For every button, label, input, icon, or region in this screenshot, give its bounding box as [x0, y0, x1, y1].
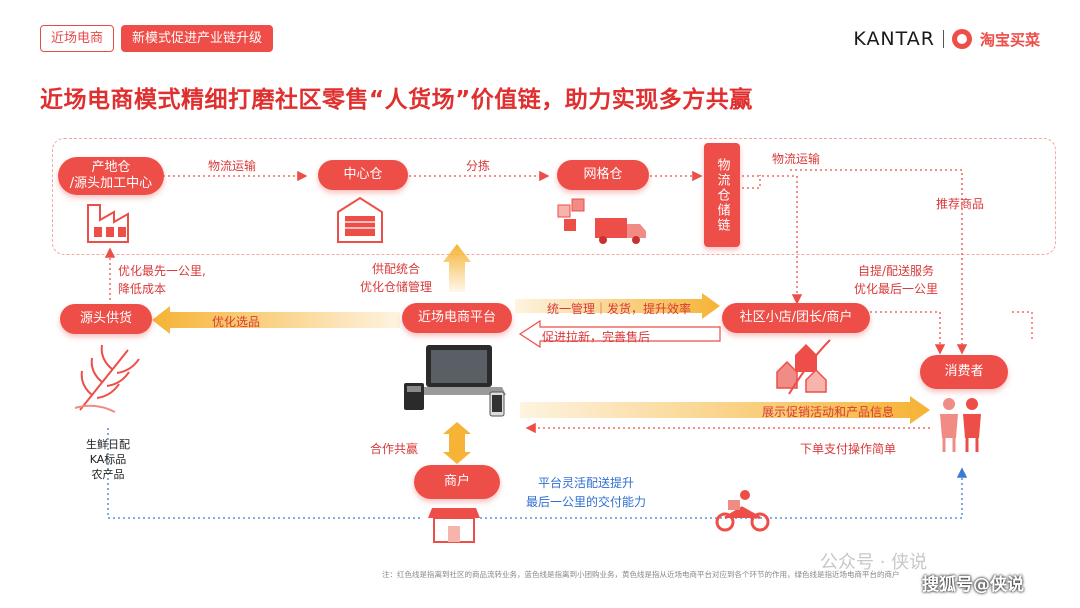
label-pickup-service: 自提/配送服务 优化最后一公里	[854, 262, 938, 298]
gold-arrow-selection	[152, 306, 400, 334]
node-origin-warehouse: 产地仓 /源头加工中心	[58, 157, 164, 195]
taobao-logo-icon	[951, 29, 972, 49]
label-cooperate: 合作共赢	[370, 442, 419, 456]
node-near-field-platform: 近场电商平台	[402, 303, 512, 333]
origin-warehouse-label: 产地仓	[91, 160, 131, 175]
label-optimize-first-mile: 优化最先一公里, 降低成本	[118, 262, 206, 298]
node-center-warehouse: 中心仓	[318, 160, 408, 190]
label-flexible-2: 最后一公里的交付能力	[526, 495, 647, 509]
arrow-recommend	[742, 169, 962, 352]
label-pickup-1: 自提/配送服务	[857, 264, 935, 278]
calculator-icon	[404, 383, 424, 410]
kantar-logo: KANTAR	[853, 28, 935, 50]
label-ka-standard: KA标品	[89, 453, 127, 466]
label-optimize-selection: 优化选品	[212, 315, 261, 329]
label-flexible-1: 平台灵活配送提升	[538, 476, 635, 490]
delivery-rider-icon	[715, 490, 770, 532]
brand-logos: KANTAR 淘宝买菜	[853, 28, 1040, 50]
label-order-payment: 下单支付操作简单	[800, 442, 897, 456]
warehouse-icon	[337, 196, 383, 243]
phone-icon	[489, 391, 505, 417]
label-pickup-2: 优化最后一公里	[854, 282, 939, 296]
taobao-maicai-logo: 淘宝买菜	[979, 30, 1040, 49]
arrow-community-to-consumer	[870, 311, 946, 355]
node-grid-warehouse: 网格仓	[557, 160, 649, 190]
factory-icon	[87, 204, 129, 243]
label-fresh-daily: 生鲜日配	[86, 438, 130, 451]
blue-merchant-left	[107, 428, 420, 519]
footnote: 注：红色线是指离到社区的商品流转业务，蓝色线是指离到小团购业务，黄色线是指从近场…	[382, 570, 900, 579]
label-logistics-1: 物流运输	[208, 159, 257, 173]
delivery-truck-icon	[557, 198, 646, 244]
label-promote-retention: 促进拉新，完善售后	[542, 330, 651, 344]
storefront-icon	[428, 508, 480, 543]
wechat-watermark: 公众号 · 侠说	[820, 552, 928, 573]
label-sorting: 分拣	[466, 159, 491, 173]
arrow-chain-to-community	[742, 175, 803, 305]
section-tag: 近场电商	[40, 25, 115, 52]
page-title: 近场电商模式精细打磨社区零售“人货场”价值链，助力实现多方共赢	[40, 87, 753, 113]
node-merchant: 商户	[414, 465, 500, 499]
arrow-consumer-back	[1012, 311, 1033, 340]
origin-processing-label: /源头加工中心	[69, 176, 153, 191]
blue-merchant-right	[480, 467, 968, 519]
node-source-supply: 源头供货	[60, 304, 152, 334]
label-optimize-first-mile-2: 降低成本	[118, 282, 167, 296]
label-logistics-2: 物流运输	[772, 152, 821, 166]
label-recommend: 推荐商品	[936, 197, 985, 211]
laptop-icon	[412, 345, 506, 395]
label-supply-1: 供配统合	[372, 262, 421, 276]
topic-tag: 新模式促进产业链升级	[121, 25, 274, 52]
label-flexible-delivery: 平台灵活配送提升 最后一公里的交付能力	[526, 474, 646, 512]
sohu-watermark: 搜狐号@侠说	[922, 575, 1024, 595]
gold-arrow-unified	[515, 293, 720, 319]
node-community-store: 社区小店/团长/商户	[722, 303, 870, 333]
label-farm-products: 农产品	[91, 468, 125, 481]
warehouse-chain-boundary	[52, 138, 1056, 255]
node-consumer: 消费者	[920, 355, 1008, 389]
node-logistics-chain: 物流仓储链	[704, 143, 740, 247]
community-houses-icon	[776, 339, 831, 395]
gold-arrow-cooperate	[443, 422, 471, 464]
label-show-promotions: 展示促销活动和产品信息	[762, 405, 895, 419]
gold-arrow-supply	[443, 244, 471, 292]
label-optimize-first-mile-1: 优化最先一公里,	[118, 264, 206, 278]
gold-arrow-promo	[520, 396, 930, 424]
label-supply-integration: 供配统合 优化仓储管理	[360, 260, 432, 296]
produce-icon	[74, 344, 140, 413]
brand-divider	[942, 30, 944, 48]
consumers-people-icon	[940, 398, 981, 452]
label-product-categories: 生鲜日配 KA标品 农产品	[78, 437, 138, 482]
label-supply-2: 优化仓储管理	[360, 280, 433, 294]
red-arrow-promote	[518, 319, 721, 349]
label-unified-management: 统一管理｜发货，提升效率	[547, 302, 692, 316]
